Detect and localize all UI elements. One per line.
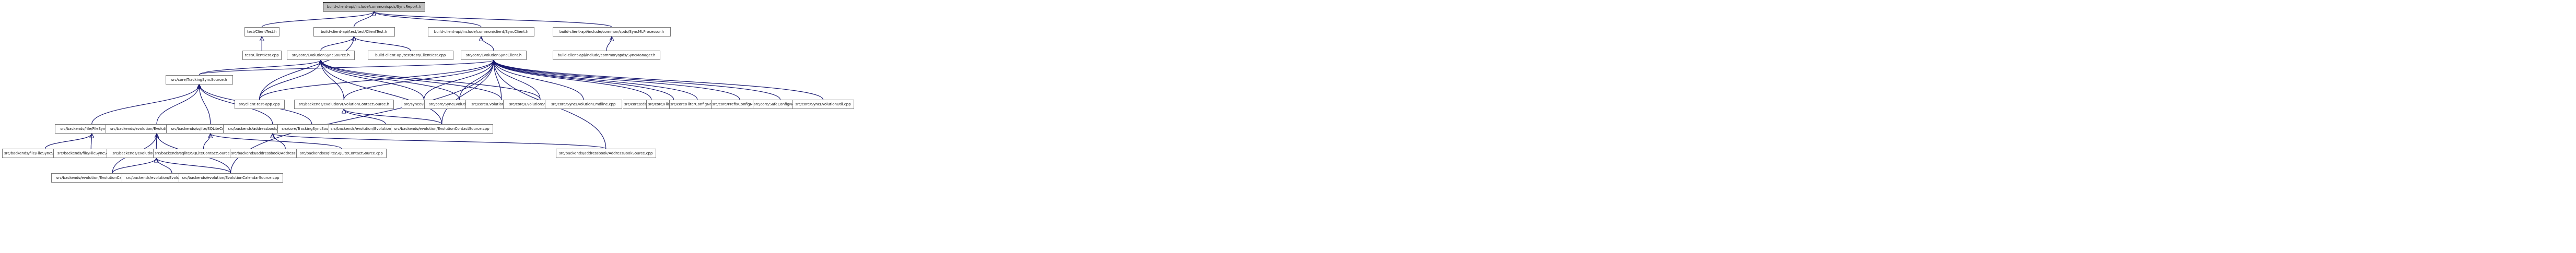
graph-node-clienttest-cpp[interactable]: test/ClientTest.cpp <box>242 51 282 60</box>
graph-edge-client-test-app-cpp-to-evolutionsyncclient-h <box>259 59 494 100</box>
graph-edge-evolutionsyncsource-cpp-to-evolutionsyncclient-h <box>494 60 541 100</box>
graph-node-trackingsyncsource-h[interactable]: src/core/TrackingSyncSource.h <box>165 75 233 85</box>
graph-node-evolutionsyncsource-h[interactable]: src/core/EvolutionSyncSource.h <box>287 51 355 60</box>
graph-edge-evocontactsourceregister-cpp-to-evocontactsource-h <box>344 109 386 125</box>
graph-node-evocontactsource-cpp[interactable]: src/backends/evolution/EvolutionContactS… <box>391 124 493 134</box>
graph-edge-evolutionsyncclient-cpp-to-evolutionsyncsource-h <box>321 59 502 100</box>
graph-edge-sqlitecontactsourceregister-cpp-to-sqlitecontactsource-h <box>203 133 211 149</box>
graph-node-bca-syncclient-h[interactable]: build-client-api/include/common/client/S… <box>428 27 534 37</box>
graph-node-root: build-client-api/include/common/spds/Syn… <box>323 2 425 11</box>
graph-edge-syncevolutionconfig-cpp-to-evolutionsyncsource-h <box>321 59 460 100</box>
graph-edge-evocontactsource-cpp-to-evolutionsyncclient-h <box>441 60 494 125</box>
graph-edge-filesyncsourceregister-cpp-to-filesyncsource-h <box>44 133 92 149</box>
graph-edge-filterconfignode-cpp-to-evolutionsyncclient-h <box>494 59 698 100</box>
graph-edge-bca-syncmanager-h-to-bca-syncmlprocessor-h <box>606 36 612 51</box>
graph-edge-bca-syncclient-h-to-root <box>374 11 482 28</box>
graph-node-clienttest-h[interactable]: test/ClientTest.h <box>244 27 279 37</box>
graph-edge-evolutionsyncclient-cpp-to-evolutionsyncclient-h <box>494 60 502 100</box>
graph-edge-trackingsyncsource-h-to-evolutionsyncclient-h <box>199 59 494 76</box>
graph-edge-syncevolution-cpp-to-evolutionsyncsource-h <box>321 59 425 100</box>
graph-edge-evolutionsyncsource-cpp-to-evolutionsyncsource-h <box>321 59 541 100</box>
graph-node-bca-syncmanager-h[interactable]: build-client-api/include/common/spds/Syn… <box>553 51 660 60</box>
graph-node-evolutionsyncclient-h[interactable]: src/core/EvolutionSyncClient.h <box>461 51 527 60</box>
graph-edge-eds-abi-wrapper-cpp-to-evolutionsyncclient-h <box>494 59 652 100</box>
graph-edge-bca-clienttest-h-to-root <box>353 11 375 28</box>
graph-edge-clienttest-h-to-root <box>261 11 374 28</box>
graph-edge-client-test-app-cpp-to-bca-clienttest-h <box>259 37 354 100</box>
graph-edge-evocontactsource-cpp-to-evolutionsyncsource-h <box>321 60 442 125</box>
graph-node-syncevolutioncmdline-cpp[interactable]: src/core/SyncEvolutionCmdline.cpp <box>544 100 622 109</box>
graph-edge-evocalendarsource-h-to-trackingsyncsource-h <box>156 85 199 125</box>
graph-edge-filesyncsource-cpp-to-filesyncsource-h <box>91 134 92 149</box>
graph-edge-bca-clienttest-cpp-to-bca-clienttest-h <box>354 36 411 51</box>
graph-edge-sqlitecontactsource-cpp-to-sqlitecontactsource-h <box>211 133 342 149</box>
graph-edge-syncevolutioncmdline-cpp-to-evolutionsyncclient-h <box>494 59 584 100</box>
graph-node-syncevolutionutil-cpp[interactable]: src/core/SyncEvolutionUtil.cpp <box>792 100 854 109</box>
graph-node-evocalendarsource-cpp[interactable]: src/backends/evolution/EvolutionCalendar… <box>178 173 283 183</box>
graph-edge-evocontactsource-h-to-evolutionsyncclient-h <box>343 59 494 100</box>
graph-node-bca-syncmlprocessor-h[interactable]: build-client-api/include/common/spds/Syn… <box>553 27 671 37</box>
graph-edge-fileconfignode-cpp-to-evolutionsyncclient-h <box>494 59 674 100</box>
graph-edge-addressbooksource-cpp-to-addressbooksource-h <box>273 133 607 149</box>
graph-edge-prefixconfignode-cpp-to-evolutionsyncclient-h <box>494 59 740 100</box>
graph-edge-filesyncsource-h-to-trackingsyncsource-h <box>91 84 200 125</box>
graph-edge-evolutionsyncsource-h-to-bca-clienttest-h <box>320 36 354 51</box>
graph-edge-sqlitecontactsource-h-to-trackingsyncsource-h <box>199 85 211 125</box>
graph-edge-evocalendarsourceregister-cpp-to-evomemosource-h <box>112 158 156 174</box>
graph-node-bca-clienttest-h[interactable]: build-client-api/test/test/ClientTest.h <box>313 27 395 37</box>
graph-edge-evocontactsource-cpp-to-evocontactsource-h <box>344 109 442 125</box>
graph-node-client-test-app-cpp[interactable]: src/client-test-app.cpp <box>234 100 285 109</box>
graph-node-bca-clienttest-cpp[interactable]: build-client-api/test/test/ClientTest.cp… <box>368 51 453 60</box>
graph-node-sqlitecontactsource-cpp[interactable]: src/backends/sqlite/SQLiteContactSource.… <box>296 149 387 158</box>
graph-edge-safeconfignode-cpp-to-evolutionsyncclient-h <box>494 59 781 100</box>
graph-node-evocontactsource-h[interactable]: src/backends/evolution/EvolutionContactS… <box>294 100 394 109</box>
graph-edge-client-test-app-cpp-to-evolutionsyncsource-h <box>259 59 321 100</box>
graph-edge-evocalendarsource-cpp-to-evomemosource-h <box>156 158 231 174</box>
graph-edge-evocontactsource-h-to-evolutionsyncsource-h <box>321 60 344 100</box>
graph-edge-syncevolution-cpp-to-evolutionsyncclient-h <box>423 59 494 100</box>
graph-edge-syncevolutionutil-cpp-to-evolutionsyncclient-h <box>494 59 824 100</box>
graph-edge-trackingsyncsource-h-to-evolutionsyncsource-h <box>199 59 321 76</box>
graph-edge-evolutionsyncclient-h-to-bca-syncclient-h <box>481 36 494 51</box>
graph-node-addressbooksource-cpp[interactable]: src/backends/addressbook/AddressBookSour… <box>556 149 656 158</box>
graph-edge-bca-syncmlprocessor-h-to-root <box>374 11 612 28</box>
